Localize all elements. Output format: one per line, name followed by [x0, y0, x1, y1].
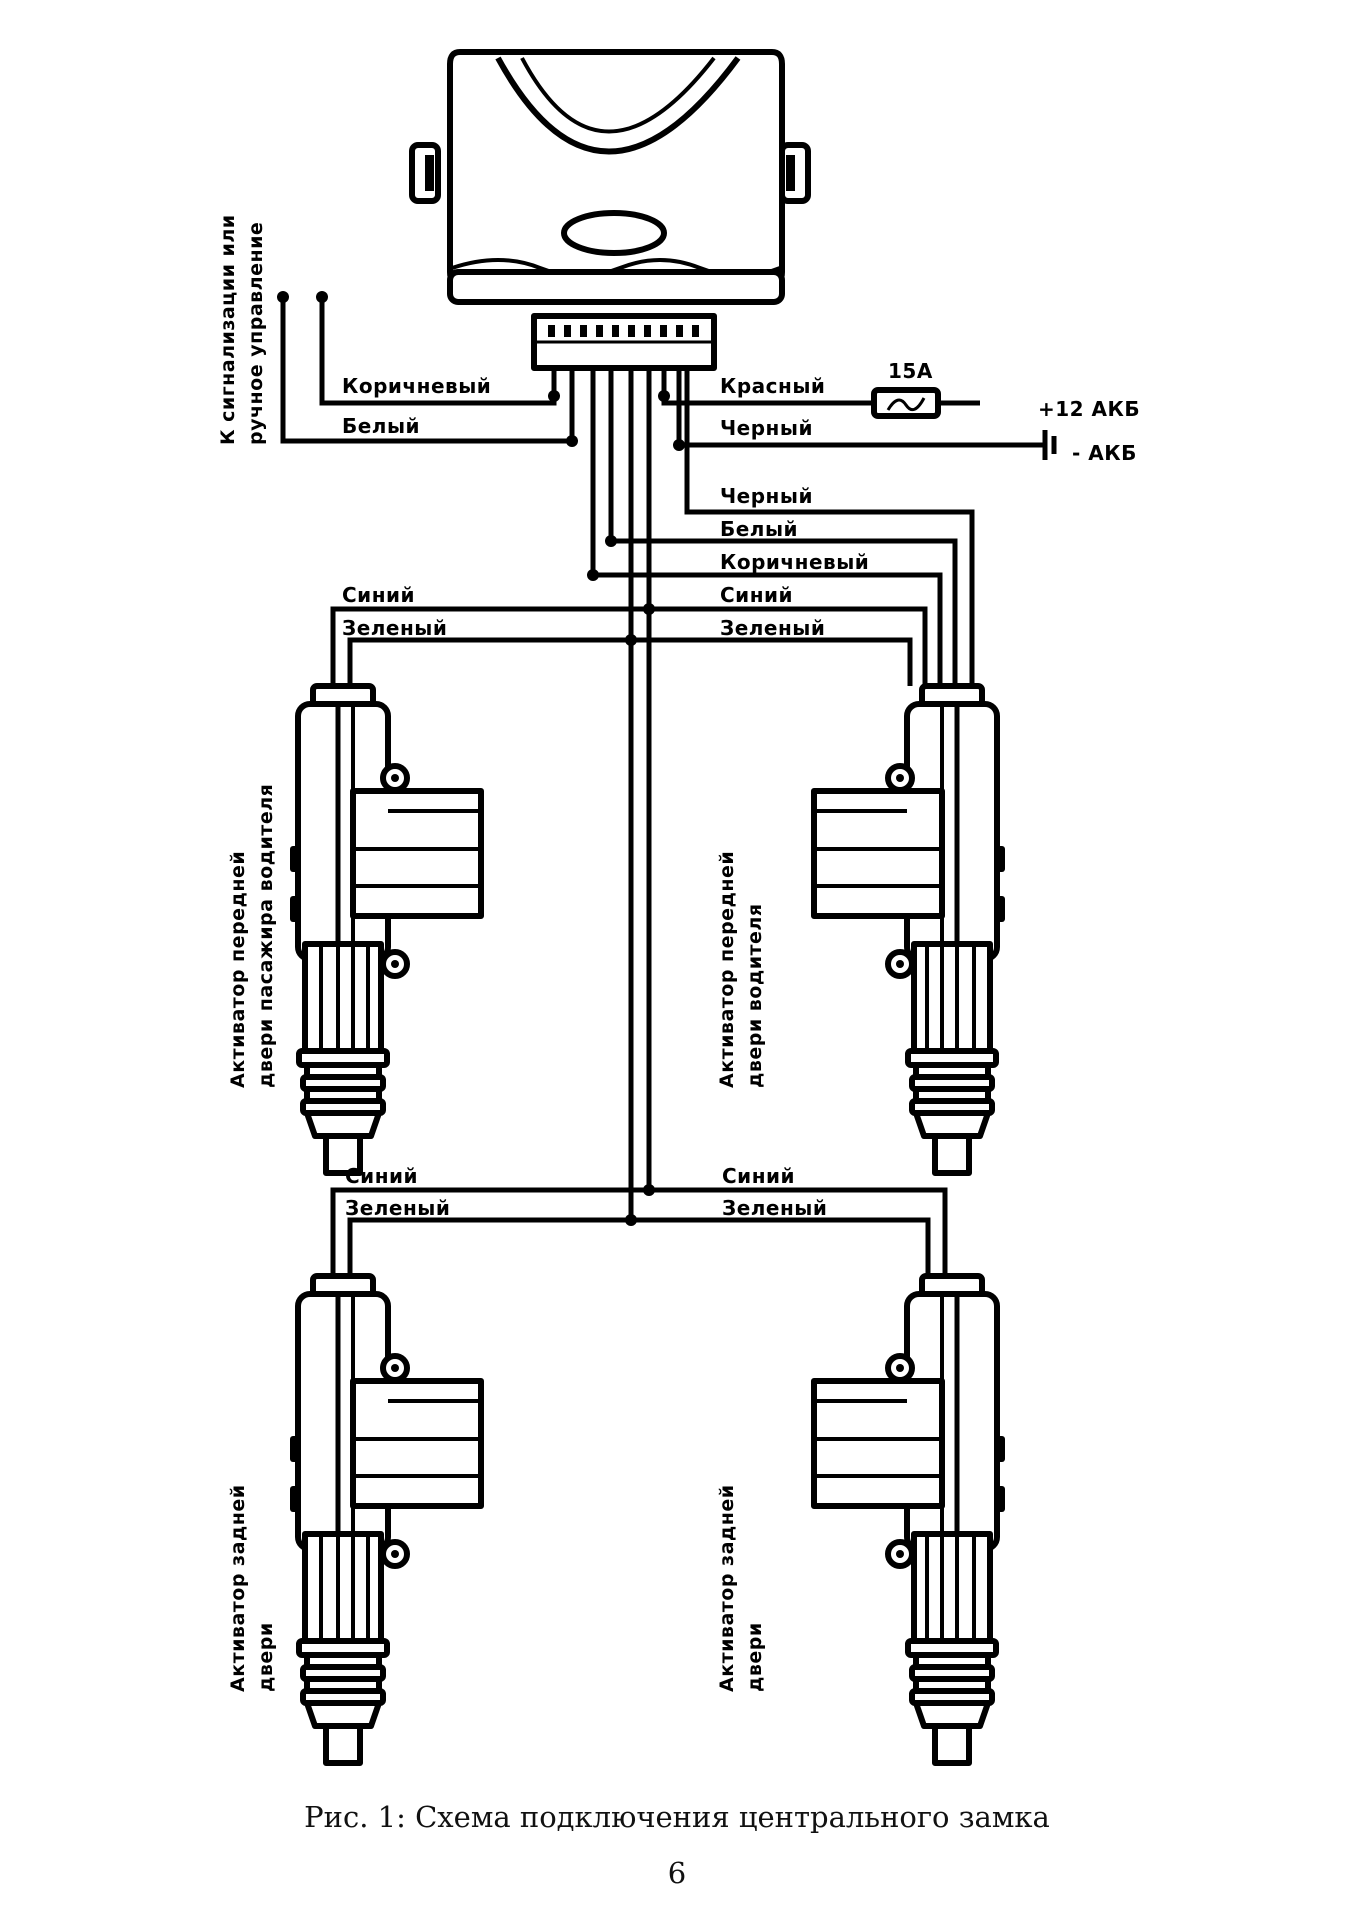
actuator-front-driver-line1: Активатор передней — [716, 851, 738, 1088]
actuator-rear-left — [290, 1276, 481, 1763]
figure-caption: Рис. 1: Схема подключения центрального з… — [304, 1800, 1050, 1834]
label-actuator-front-passenger: Активатор передней двери пасажира водите… — [227, 784, 277, 1088]
actuator-rear-right — [814, 1276, 1005, 1763]
label-green-front-right: Зеленый — [720, 616, 825, 640]
actuator-front-passenger-line2: двери пасажира водителя — [255, 784, 277, 1088]
label-brown-top: Коричневый — [342, 374, 491, 398]
label-black-driver: Черный — [720, 484, 813, 508]
label-actuator-front-driver: Активатор передней двери водителя — [716, 851, 766, 1088]
alarm-note: К сигнализации или ручное управление — [217, 214, 267, 445]
page-number: 6 — [667, 1856, 687, 1890]
actuator-front-driver-line2: двери водителя — [744, 903, 766, 1088]
label-blue-front-right: Синий — [720, 583, 793, 607]
actuator-front-passenger-line1: Активатор передней — [227, 851, 249, 1088]
control-unit — [409, 49, 811, 371]
actuator-front-driver — [814, 686, 1005, 1173]
label-green-rear-right: Зеленый — [722, 1196, 827, 1220]
label-blue-front-left: Синий — [342, 583, 415, 607]
label-black-top: Черный — [720, 416, 813, 440]
label-white-top: Белый — [342, 414, 420, 438]
label-actuator-rear-right: Активатор задней двери — [716, 1484, 766, 1692]
label-actuator-rear-left: Активатор задней двери — [227, 1484, 277, 1692]
actuator-rear-right-line2: двери — [744, 1622, 766, 1692]
label-fuse: 15A — [888, 359, 933, 383]
label-green-rear-left: Зеленый — [345, 1196, 450, 1220]
alarm-note-line2: ручное управление — [245, 222, 267, 445]
fuse — [871, 387, 941, 419]
actuator-front-passenger — [290, 686, 481, 1173]
alarm-note-line1: К сигнализации или — [217, 214, 239, 445]
actuator-rear-right-line1: Активатор задней — [716, 1484, 738, 1692]
actuator-rear-left-line1: Активатор задней — [227, 1484, 249, 1692]
wires — [277, 291, 1045, 1276]
label-red-top: Красный — [720, 374, 825, 398]
label-green-front-left: Зеленый — [342, 616, 447, 640]
label-minus-battery: - АКБ — [1072, 441, 1137, 465]
actuator-rear-left-line2: двери — [255, 1622, 277, 1692]
label-plus-battery: +12 АКБ — [1038, 397, 1140, 421]
ground-icon — [1042, 430, 1057, 460]
label-blue-rear-right: Синий — [722, 1164, 795, 1188]
label-white-driver: Белый — [720, 517, 798, 541]
label-blue-rear-left: Синий — [345, 1164, 418, 1188]
label-brown-driver: Коричневый — [720, 550, 869, 574]
